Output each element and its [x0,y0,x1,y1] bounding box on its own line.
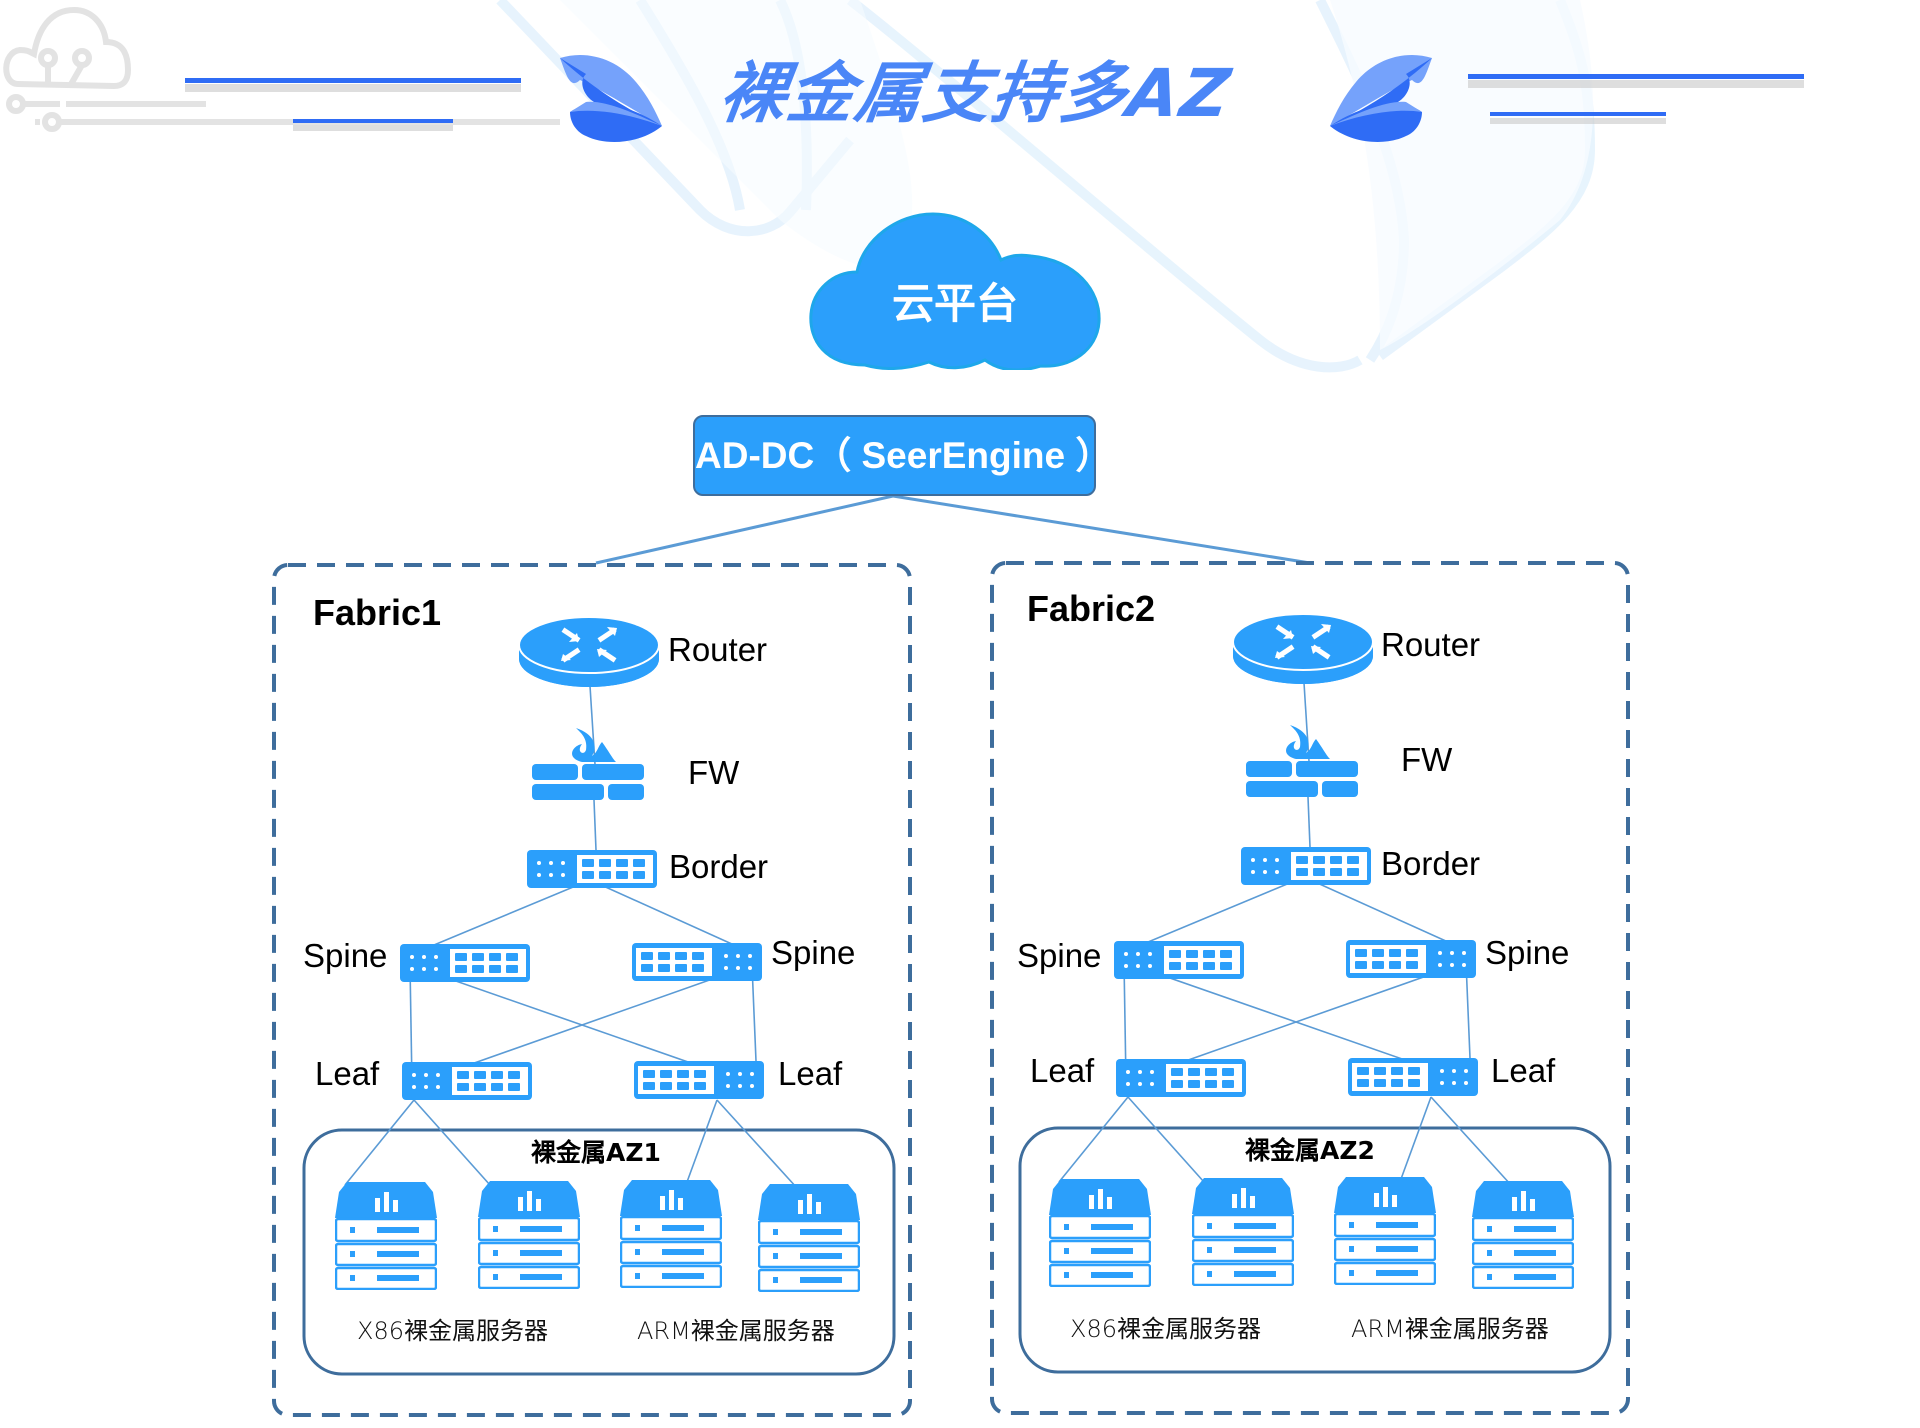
router-icon[interactable] [519,617,659,687]
router-icon[interactable] [1233,614,1373,684]
link-line [344,1099,415,1186]
link-line [1307,796,1311,848]
x86-server-icon[interactable] [1049,1177,1151,1287]
leaf-left-label: Leaf [1030,1052,1095,1089]
spine-switch-icon[interactable] [400,944,530,982]
border-switch-icon[interactable] [527,850,657,888]
leaf-switch-icon[interactable] [402,1062,532,1100]
link-line [1127,1096,1205,1183]
spine-switch-icon[interactable] [1346,940,1476,978]
x86-server-icon[interactable] [1192,1176,1294,1286]
link-line [589,879,755,955]
leaf-left-label: Leaf [315,1055,380,1092]
leaf-right-label: Leaf [778,1055,843,1092]
fabric-title: Fabric2 [1027,588,1156,629]
link-line [1123,876,1305,953]
firewall-icon[interactable] [532,728,644,800]
spine-switch-icon[interactable] [632,943,762,981]
fabric-borders [272,561,1630,1417]
arm-server-icon[interactable] [758,1182,860,1292]
x86-server-icon[interactable] [478,1179,580,1289]
header-accent-lines [185,74,1804,131]
border-label: Border [1381,845,1481,882]
fabric2-border [990,561,1630,1415]
az-title: 裸金属AZ2 [1245,1136,1375,1165]
spine-left-label: Spine [1017,937,1102,974]
border-switch-icon[interactable] [1241,847,1371,885]
spine-left-label: Spine [303,937,388,974]
link-line [1058,1096,1129,1183]
fw-label: FW [688,754,740,791]
x86-server-icon[interactable] [335,1180,437,1290]
cloud-circuit-icon [3,6,560,132]
page-title: 裸金属支持多AZ [714,55,1237,132]
cloud-platform-label: 云平台 [891,279,1018,328]
link-line [1430,1096,1512,1186]
link-line [593,799,597,851]
controller-links [595,494,1311,565]
link-line [1400,1096,1432,1180]
controller-box[interactable]: AD-DC（ SeerEngine ） [693,415,1112,496]
leaf-right-label: Leaf [1491,1052,1556,1089]
az-borders [302,1126,1612,1376]
fabric-title: Fabric1 [313,592,442,633]
arm-server-icon[interactable] [1334,1175,1436,1285]
spine-right-label: Spine [771,934,856,971]
link-line [1303,876,1469,952]
x86-server-label: X86裸金属服务器 [357,1317,548,1345]
fw-label: FW [1401,741,1453,778]
link-line [686,1099,718,1183]
link-line [413,1099,491,1186]
leaf-switch-icon[interactable] [634,1061,764,1099]
arm-server-icon[interactable] [1472,1179,1574,1289]
spine-right-label: Spine [1485,934,1570,971]
link-line [409,879,591,956]
router-label: Router [1381,626,1481,663]
link-line [716,1099,798,1189]
leaf-switch-icon[interactable] [1348,1058,1478,1096]
spine-switch-icon[interactable] [1114,941,1244,979]
arm-server-label: ARM裸金属服务器 [637,1317,835,1345]
arm-server-label: ARM裸金属服务器 [1351,1315,1549,1343]
az1-border [302,1128,896,1376]
fabric1-border [272,563,912,1417]
leaf-switch-icon[interactable] [1116,1059,1246,1097]
router-label: Router [668,631,768,668]
controller-label: AD-DC（ SeerEngine ） [695,435,1113,476]
arm-server-icon[interactable] [620,1178,722,1288]
az2-border [1018,1126,1612,1374]
firewall-icon[interactable] [1246,725,1358,797]
az-title: 裸金属AZ1 [531,1138,661,1167]
border-label: Border [669,848,769,885]
x86-server-label: X86裸金属服务器 [1070,1315,1261,1343]
fabric-links [344,682,1512,1189]
